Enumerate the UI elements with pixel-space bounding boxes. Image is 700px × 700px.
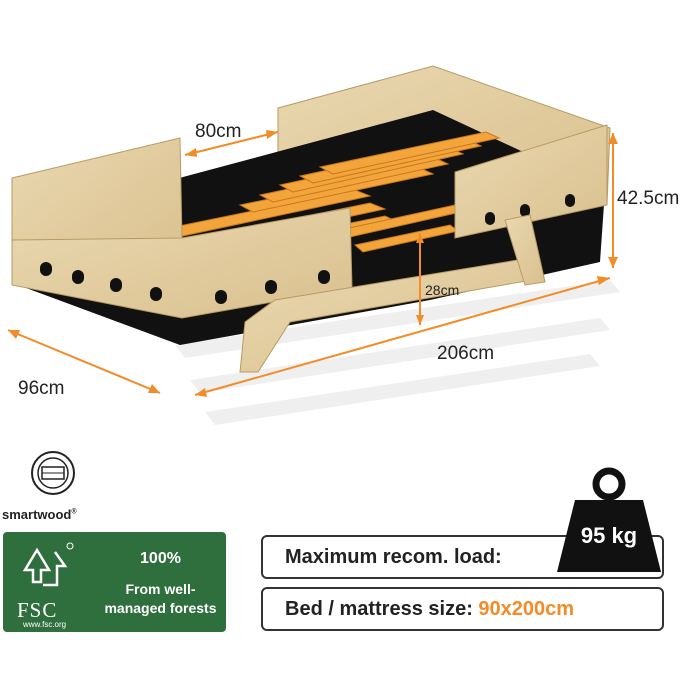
dim-label-leg-height: 28cm <box>425 282 460 298</box>
fsc-label: FSC <box>17 598 58 622</box>
weight-value: 95 kg <box>581 523 637 548</box>
fsc-url: www.fsc.org <box>23 620 67 629</box>
max-load-label: Maximum recom. load: <box>285 546 502 568</box>
fsc-badge: FSC www.fsc.org 100% From well- managed … <box>3 532 226 632</box>
smartwood-logo-icon <box>31 451 75 495</box>
smartwood-badge: smartwood® <box>0 448 130 528</box>
dim-label-inner-width: 80cm <box>195 121 242 142</box>
fsc-text-line2: managed forests <box>104 600 217 616</box>
fsc-percent: 100% <box>140 550 181 567</box>
bed-leg-rear <box>504 214 546 286</box>
bed-right-board <box>454 124 608 239</box>
fsc-text-line1: From well- <box>125 581 196 597</box>
puzzle-notches <box>40 194 575 304</box>
fsc-tree-logo-icon <box>22 542 74 587</box>
bed-size-row: Bed / mattress size: 90x200cm <box>285 598 574 621</box>
dimension-arrowheads <box>8 130 618 397</box>
smartwood-wordmark: smartwood® <box>2 507 77 522</box>
dimension-lines <box>7 131 614 396</box>
dim-label-height: 42.5cm <box>617 188 680 209</box>
bed-leg-front <box>239 257 533 373</box>
weight-icon: 95 kg <box>557 467 661 572</box>
bed-size-value: 90x200cm <box>478 598 575 620</box>
dim-label-outer-width: 96cm <box>18 378 65 399</box>
dim-label-length: 206cm <box>437 343 495 364</box>
bed-size-box: Bed / mattress size: 90x200cm <box>261 587 664 631</box>
floor-shadow <box>175 280 620 425</box>
bed-size-label: Bed / mattress size: <box>285 598 473 620</box>
